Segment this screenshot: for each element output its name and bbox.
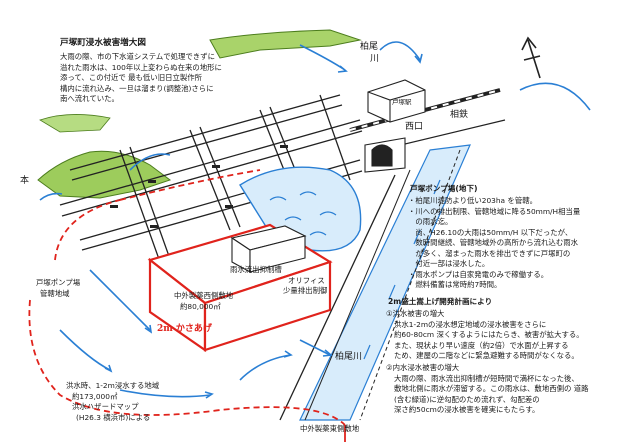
pump-line-3: の雨水迄。 <box>408 217 453 226</box>
plan-section-2-title: ②内水浸水被害の増大 <box>386 363 460 372</box>
intro-line-2: 溢れた雨水は、100年以上変わらぬ在来の地形に <box>60 62 222 72</box>
label-pump-area-2: 管轄地域 <box>40 288 70 298</box>
label-site: 中外製薬西側敷地 <box>174 291 234 300</box>
storage-tank <box>230 225 307 273</box>
label-flood-area-2: 約173,000㎡ <box>72 391 118 401</box>
hill-west-2 <box>39 114 111 133</box>
pump-line-6: が多く、溜まった雨水を排出できずに戸塚町の <box>408 248 571 258</box>
label-orifice-2: 少量排出制御 <box>283 286 328 295</box>
intro-line-4: 構内に流れ込み、一旦は溜まり(調整池)さらに <box>60 83 214 93</box>
flood-boundary <box>28 169 346 426</box>
label-east-site: 中外製薬東側敷地 <box>300 424 360 433</box>
label-kasaage: 2m かさあげ <box>157 324 212 334</box>
label-kashio-2: 川 <box>370 54 380 64</box>
pump-line-1: ・柏尾川堤防より低い203ha を管轄。 <box>408 196 537 205</box>
intro-line-1: 大雨の際、市の下水道システムで処理できずに <box>60 52 215 61</box>
north-arrow <box>521 36 541 79</box>
plan-section-2-line-4: 深さ約50cmの浸水被害を確実にもたらす。 <box>394 405 540 414</box>
plan-section-2-line-2: 敷地北側に雨水が滞留する。この雨水は、敷地西側の 道路 <box>394 384 589 393</box>
plan-section-2-line-3: (含む緑道)に逆勾配のため流れず、勾配差の <box>394 394 540 404</box>
label-site-area: 約80,000㎡ <box>180 301 221 311</box>
pump-heading: 戸塚ポンプ場(地下) <box>410 184 478 193</box>
label-kashio: 柏尾 <box>360 42 379 52</box>
pump-line-9: 燃料備蓄は常時約7時間。 <box>408 280 502 289</box>
plan-section-1-line-3: また、現状より早い速度（約2倍）で水面が上昇する <box>394 340 569 350</box>
crosswalks <box>110 145 288 228</box>
page-title: 戸塚町浸水被害増大図 <box>60 38 146 48</box>
label-kashio-river: 柏尾川 <box>335 352 363 362</box>
pump-line-4: 尚、H26.10の大雨は50mm/H 以下だったが、 <box>408 227 573 237</box>
plan-section-2-line-1: 大雨の際、雨水流出抑制槽が短時間で満杯になった後、 <box>394 373 579 383</box>
label-soutetsu: 相鉄 <box>450 110 469 120</box>
pump-line-8: ・雨水ポンプは自家発電のみで稼働する。 <box>408 269 549 279</box>
label-hon: 本 <box>20 176 30 186</box>
plan-section-1-line-1: 洪水1-2mの浸水想定地域の浸水被害をさらに <box>394 319 547 329</box>
pump-line-2: ・川への排出制限、管轄地域に降る50mm/H相当量 <box>408 206 581 216</box>
label-hazard-2: (H26.3 横浜市)による <box>76 412 151 422</box>
plan-section-1-line-2: 約60-80cm 深くするようにはたらき、被害が拡大する。 <box>394 330 584 339</box>
plan-heading: 2m盛土嵩上げ開発計画により <box>388 297 493 306</box>
plan-section-1-title: ①洪水被害の増大 <box>386 309 445 318</box>
label-hazard: 洪水ハザードマップ <box>72 402 139 411</box>
road-grid <box>59 94 363 291</box>
pump-line-5: 数時間継続、管轄地域外の高所から流れ込む雨水 <box>408 238 578 247</box>
flow-arrows <box>39 41 591 399</box>
label-storage-tank: 雨水流出抑制槽 <box>230 265 282 274</box>
plan-section-1-line-4: ため、建屋の二階などに緊急避難する時間がなくなる。 <box>394 351 579 360</box>
hill-north <box>209 29 362 59</box>
label-pump-area: 戸塚ポンプ場 <box>36 278 81 287</box>
intro-line-3: 添って、この付近で 最も低い旧日立製作所 <box>60 73 203 82</box>
station-building <box>367 79 426 123</box>
label-station: 戸塚駅 <box>392 98 412 106</box>
label-orifice: オリフィス <box>288 276 325 285</box>
label-nishiguchi: 西口 <box>405 122 424 132</box>
water-ripples <box>269 191 337 236</box>
pump-line-7: 付近一部は浸水した。 <box>408 259 490 268</box>
intro-line-5: 南へ流れていた。 <box>60 94 119 103</box>
pump-station <box>364 137 406 173</box>
label-flood-area: 洪水時、1-2m浸水する地域 <box>66 381 160 390</box>
